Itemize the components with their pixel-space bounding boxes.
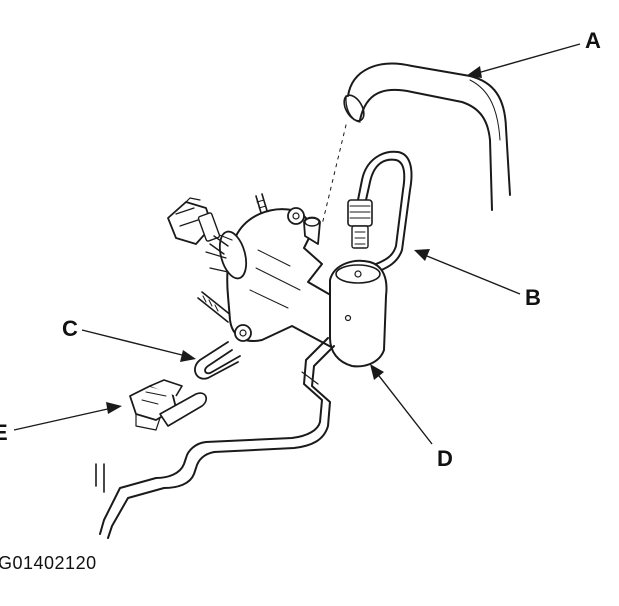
clutch-switch-connector <box>167 197 229 255</box>
callout-leader-d <box>370 364 433 445</box>
callout-leader-c <box>81 329 196 362</box>
line-bracket <box>129 379 208 431</box>
callout-leader-a <box>466 43 581 78</box>
clutch-line-to-slave <box>95 337 335 539</box>
callout-leader-e <box>13 402 122 431</box>
figure-code: G01402120 <box>0 553 97 573</box>
callout-label-c: C <box>62 316 78 341</box>
callout-label-e: E <box>0 420 8 445</box>
clutch-line-pipe <box>347 150 413 279</box>
retaining-clip <box>194 341 241 380</box>
alignment-line <box>321 124 347 226</box>
callout-label-d: D <box>437 446 453 471</box>
reservoir-hose <box>343 62 511 211</box>
callout-label-b: B <box>525 285 541 310</box>
callout-leader-b <box>414 249 521 295</box>
callout-label-a: A <box>585 28 601 53</box>
outlet-port-block <box>329 259 388 368</box>
